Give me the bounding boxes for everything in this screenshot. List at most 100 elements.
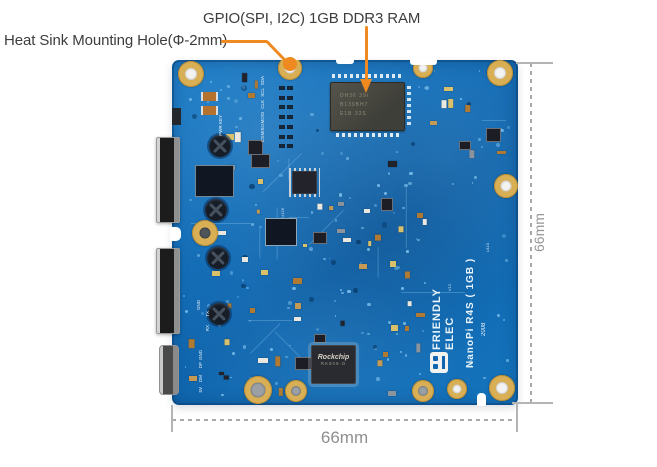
- pcb-via: [366, 247, 370, 251]
- mounting-hole-bottom-2: [285, 380, 307, 402]
- pcb-drill-dot: [411, 142, 416, 147]
- smd-component: [292, 278, 303, 285]
- dimension-line-bottom: [172, 419, 517, 421]
- smd-component: [302, 243, 307, 248]
- pcb-drill-dot: [355, 239, 361, 245]
- smd-component: [367, 241, 371, 247]
- smd-component: [415, 312, 426, 317]
- board-notch-top-1: [336, 58, 354, 64]
- smd-component: [223, 375, 229, 380]
- pcb-trace: [249, 323, 281, 355]
- silkscreen-ref-label: V13: [447, 284, 452, 292]
- pcb-via: [334, 314, 337, 317]
- pcb-via: [481, 145, 483, 148]
- pcb-via: [473, 176, 477, 180]
- rj45-post-4: [208, 303, 230, 325]
- pcb-via: [401, 287, 404, 291]
- pcb-via: [373, 203, 377, 207]
- pcb-via: [334, 219, 338, 222]
- pcb-via: [292, 286, 297, 291]
- smd-component: [242, 72, 248, 82]
- smd-component: [234, 132, 241, 142]
- mounting-hole-top-left: [178, 61, 204, 87]
- pcb-via: [340, 291, 344, 295]
- mounting-hole-bottom-right: [489, 375, 515, 401]
- pcb-drill-dot: [241, 85, 247, 91]
- gpio-pad: [279, 144, 285, 149]
- smd-component: [358, 264, 367, 270]
- pcb-via: [221, 393, 225, 397]
- pcb-via: [424, 282, 426, 284]
- smd-component: [448, 99, 454, 109]
- gpio-pad: [279, 105, 285, 110]
- small-ic: [251, 154, 270, 169]
- ram-pin-row-bottom: [336, 133, 402, 137]
- pcb-via: [406, 250, 409, 253]
- heatsink-leader-line: [221, 40, 268, 43]
- gpio-pad: [279, 95, 285, 100]
- silkscreen-ref-label: U10: [468, 360, 473, 368]
- dimension-tick-bottom-right2: [512, 402, 553, 404]
- pcb-trace: [482, 120, 506, 122]
- smd-component: [387, 390, 397, 397]
- pcb-trace: [259, 225, 261, 258]
- smd-component: [218, 371, 224, 376]
- pcb-via: [346, 156, 350, 160]
- smd-component: [275, 356, 281, 367]
- pcb-drill-dot: [309, 296, 314, 302]
- pcb-drill-dot: [192, 113, 197, 119]
- pcb-via: [387, 358, 390, 361]
- pcb-drill-dot: [381, 222, 388, 228]
- silkscreen-uart-pin-label: GND: [196, 300, 201, 310]
- pcb-via: [310, 112, 314, 117]
- silkscreen-ref-label: U110: [485, 243, 490, 253]
- pcb-via: [506, 126, 510, 130]
- pcb-via: [310, 211, 314, 214]
- smd-component: [241, 256, 249, 262]
- heatsink-leader-dot: [283, 57, 297, 71]
- smd-component: [254, 80, 258, 90]
- smd-component: [383, 351, 389, 358]
- smd-component: [404, 325, 409, 332]
- ram-arrow-head: [360, 79, 372, 93]
- smd-component: [390, 261, 397, 267]
- pcb-via: [241, 278, 245, 282]
- ethernet-port-2: [156, 248, 180, 334]
- gpio-pad: [279, 134, 285, 139]
- mounting-hole-mid-left: [192, 220, 218, 246]
- pcb-via: [367, 302, 371, 307]
- pcb-via: [232, 351, 236, 355]
- small-ic: [314, 333, 326, 343]
- smd-component: [416, 343, 421, 353]
- pcb-via: [387, 320, 391, 324]
- gpio-pad: [287, 95, 293, 100]
- pcb-trace: [247, 320, 293, 322]
- pcb-via: [409, 171, 413, 176]
- smd-component: [295, 303, 302, 310]
- silkscreen-usb-pin-label: DP: [198, 362, 203, 369]
- pcb-via: [339, 289, 342, 292]
- pcb-via: [360, 261, 363, 264]
- pcb-via: [375, 377, 380, 381]
- pcb-via: [189, 198, 192, 202]
- pcb-trace: [377, 247, 379, 278]
- pcb-via: [452, 182, 455, 185]
- pcb-via: [340, 151, 343, 155]
- mounting-hole-bottom-3: [412, 380, 434, 402]
- pcb-via: [377, 184, 380, 187]
- smd-component: [363, 209, 371, 214]
- silkscreen-model-text: NanoPi R4S ( 1GB ): [465, 257, 476, 368]
- pmic-brand-text: Rockchip: [317, 354, 350, 361]
- ethernet-port-1: [156, 137, 180, 223]
- pcb-via: [288, 301, 292, 305]
- dimension-line-right: [530, 63, 532, 402]
- pcb-via: [227, 85, 230, 88]
- smd-component: [430, 120, 437, 125]
- dimension-tick-bottom-right: [516, 403, 518, 432]
- small-ic: [248, 140, 264, 155]
- small-ic: [313, 231, 327, 244]
- board-notch-top-2: [410, 58, 437, 65]
- small-ic: [380, 197, 393, 211]
- ram-pin-col-right: [407, 86, 411, 128]
- dimension-tick-top-right: [516, 62, 553, 64]
